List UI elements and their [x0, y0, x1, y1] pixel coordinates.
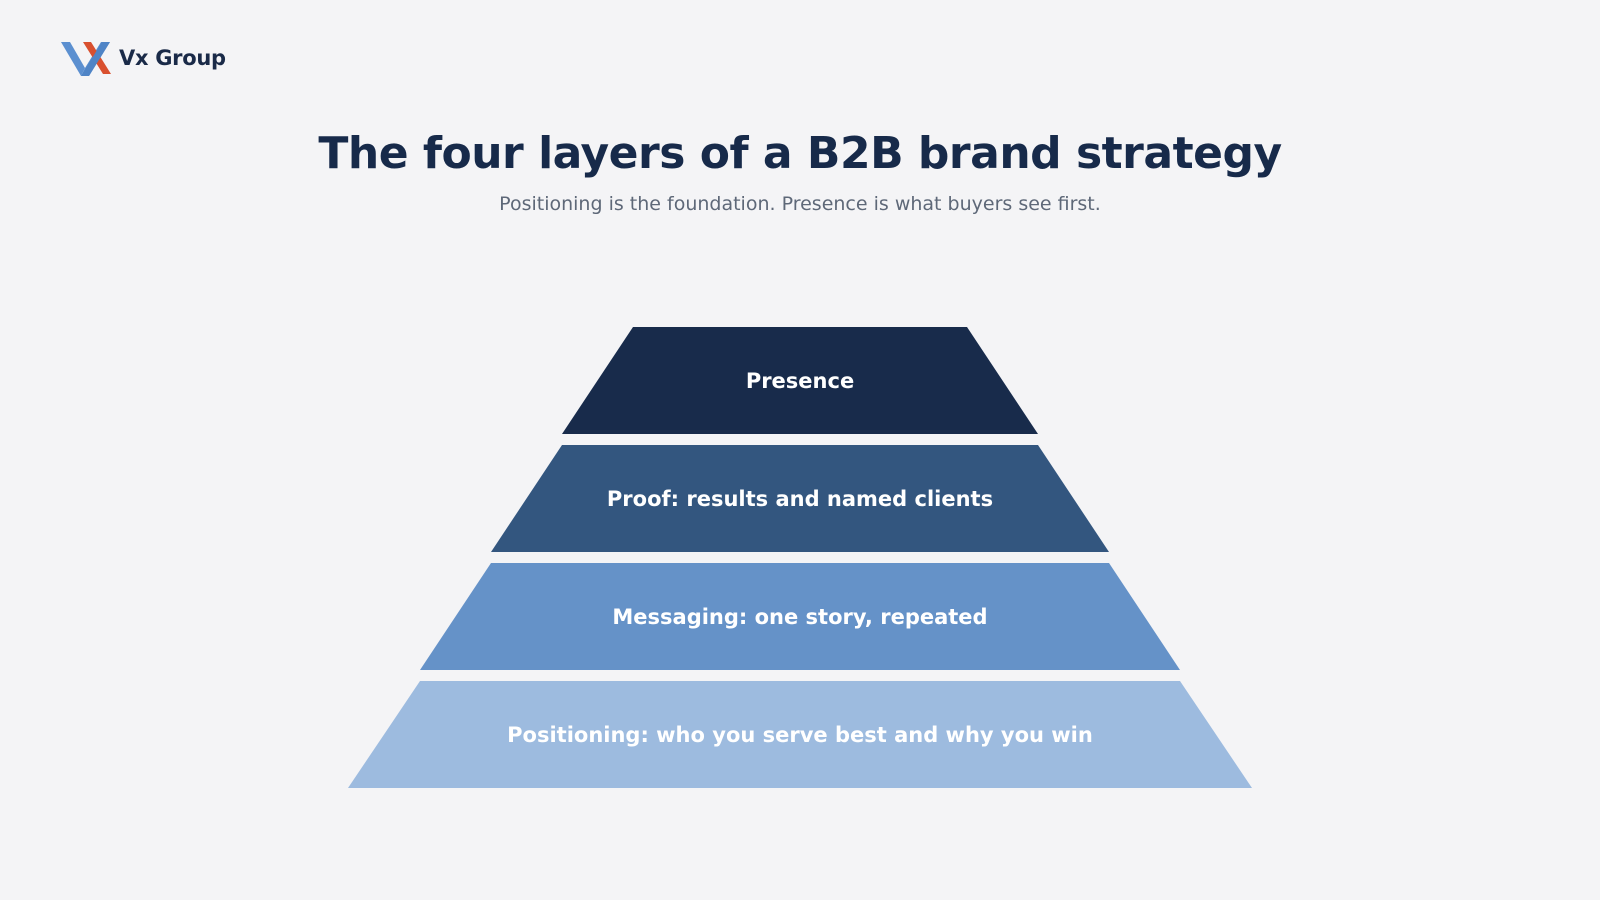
- pyramid-tier-positioning: Positioning: who you serve best and why …: [348, 681, 1252, 788]
- tier-label: Presence: [746, 369, 854, 393]
- pyramid-tier-presence: Presence: [562, 327, 1038, 434]
- vx-logo-icon: [61, 42, 111, 76]
- tier-shape: [491, 445, 1109, 552]
- tier-label: Proof: results and named clients: [607, 487, 993, 511]
- brand-logo: Vx Group: [61, 40, 226, 76]
- pyramid-tier-proof: Proof: results and named clients: [491, 445, 1109, 552]
- tier-label: Positioning: who you serve best and why …: [507, 723, 1093, 747]
- tier-label: Messaging: one story, repeated: [612, 605, 987, 629]
- tier-shape: [562, 327, 1038, 434]
- brand-name: Vx Group: [119, 46, 226, 70]
- tier-shape: [420, 563, 1180, 670]
- page-subtitle: Positioning is the foundation. Presence …: [499, 193, 1101, 215]
- tier-shape: [348, 681, 1252, 788]
- page-title: The four layers of a B2B brand strategy: [318, 128, 1282, 179]
- pyramid-tier-messaging: Messaging: one story, repeated: [420, 563, 1180, 670]
